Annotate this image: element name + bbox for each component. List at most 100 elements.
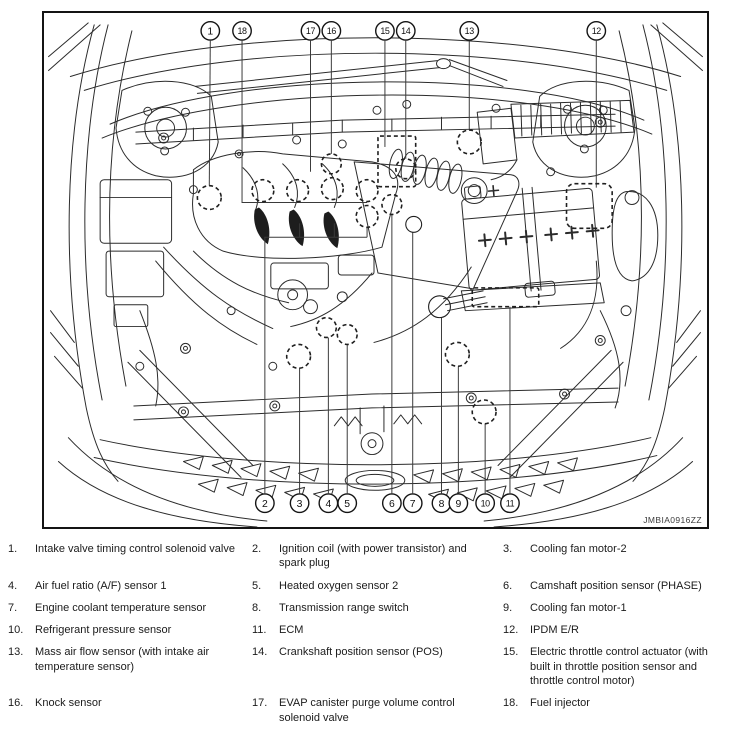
legend-item-16: 16.Knock sensor xyxy=(8,696,252,725)
callout-bubble xyxy=(375,20,395,41)
component-marker-18 xyxy=(285,178,310,203)
legend-item-label: Refrigerant pressure sensor xyxy=(35,624,172,637)
callout-bubble xyxy=(200,20,221,41)
legend-item-number: 11. xyxy=(252,624,267,637)
callout-number: 10 xyxy=(481,498,491,508)
callout-4: 4 xyxy=(315,316,339,514)
callout-number: 4 xyxy=(325,499,331,510)
callout-bubble xyxy=(254,493,275,514)
component-marker-8 xyxy=(428,295,451,319)
callout-17: 17 xyxy=(300,20,321,172)
component-marker-6 xyxy=(381,193,403,216)
legend-item-label: Air fuel ratio (A/F) sensor 1 xyxy=(35,579,167,592)
legend-item-number: 10. xyxy=(8,624,24,637)
callout-number: 8 xyxy=(439,499,445,510)
legend-item-number: 13. xyxy=(8,646,24,659)
callout-number: 11 xyxy=(506,498,515,508)
callout-bubble xyxy=(300,20,321,41)
legend-item-15: 15.Electric throttle control actuator (w… xyxy=(503,645,738,688)
component-marker-4 xyxy=(315,316,338,339)
legend-item-6: 6.Camshaft position sensor (PHASE) xyxy=(503,579,738,593)
legend-item-10: 10. Refrigerant pressure sensor xyxy=(8,623,252,637)
callout-number: 9 xyxy=(455,499,461,510)
legend-item-17: 17. EVAP canister purge volume control so… xyxy=(252,696,503,725)
callout-bubble xyxy=(586,20,607,41)
component-marker-3 xyxy=(285,343,312,370)
callout-15: 15 xyxy=(375,20,417,188)
legend-item-label: Mass air flow sensor (with intake air te… xyxy=(35,646,210,673)
callout-number: 3 xyxy=(297,499,303,510)
legend-item-7: 7.Engine coolant temperature sensor xyxy=(8,601,252,615)
callout-bubble xyxy=(289,493,310,514)
callout-1: 1 xyxy=(196,20,222,211)
callout-6: 6 xyxy=(381,193,403,514)
component-marker-18 xyxy=(320,176,345,201)
component-marker-5 xyxy=(336,323,358,346)
callout-number: 18 xyxy=(237,26,247,36)
legend-item-label: Electric throttle control actuator (with… xyxy=(530,646,708,688)
figure-code: JMBIA0916ZZ xyxy=(643,515,702,525)
legend-item-9: 9.Cooling fan motor-1 xyxy=(503,601,738,615)
component-marker-13 xyxy=(456,129,482,155)
callout-7: 7 xyxy=(402,215,423,514)
callout-number: 5 xyxy=(344,499,350,510)
component-marker-18 xyxy=(355,178,379,203)
legend-item-number: 8. xyxy=(252,601,262,614)
component-marker-7 xyxy=(405,215,423,233)
callout-14: 14 xyxy=(395,20,417,180)
legend-item-number: 17. xyxy=(252,697,268,710)
callout-number: 13 xyxy=(465,26,475,36)
callout-number: 7 xyxy=(410,499,416,510)
callout-bubble xyxy=(500,493,520,514)
leader-line xyxy=(208,40,211,186)
component-marker-11 xyxy=(471,287,540,308)
legend-item-label: ECM xyxy=(279,624,304,637)
callout-bubble xyxy=(395,20,416,41)
legend-item-label: IPDM E/R xyxy=(530,624,579,637)
component-marker-16 xyxy=(320,153,343,175)
callout-bubble xyxy=(475,493,496,514)
legend-item-label: Cooling fan motor-2 xyxy=(530,543,627,555)
legend-item-label: Intake valve timing control solenoid val… xyxy=(35,543,235,555)
legend-item-label: Heated oxygen sensor 2 xyxy=(279,579,399,592)
legend-item-number: 5. xyxy=(252,579,262,592)
callout-3: 3 xyxy=(285,343,312,514)
legend-item-18: 18.Fuel injector xyxy=(503,696,738,725)
legend-item-number: 7. xyxy=(8,601,18,614)
callout-number: 6 xyxy=(389,499,395,510)
legend-item-12: 12. IPDM E/R xyxy=(503,623,738,637)
legend-item-4: 4.Air fuel ratio (A/F) sensor 1 xyxy=(8,579,252,593)
component-marker-9 xyxy=(444,341,471,368)
leader-line xyxy=(241,40,368,204)
legend-item-label: EVAP canister purge volume control solen… xyxy=(279,697,455,724)
component-marker-18 xyxy=(251,178,275,203)
legend-item-number: 18. xyxy=(503,697,519,710)
legend-item-13: 13. Mass air flow sensor (with intake air… xyxy=(8,645,252,688)
legend: 1.Intake valve timing control solenoid v… xyxy=(8,542,738,725)
legend-item-label: Knock sensor xyxy=(35,697,102,710)
callout-16: 16 xyxy=(320,20,343,175)
callout-10: 10 xyxy=(471,399,497,514)
legend-item-label: Crankshaft position sensor (POS) xyxy=(279,646,443,659)
callout-number: 12 xyxy=(592,26,602,36)
legend-item-11: 11. ECM xyxy=(252,623,503,637)
legend-item-14: 14. Crankshaft position sensor (POS) xyxy=(252,645,503,688)
callout-number: 16 xyxy=(327,26,337,36)
legend-item-5: 5. Heated oxygen sensor 2 xyxy=(252,579,503,593)
callout-8: 8 xyxy=(428,295,452,514)
legend-item-number: 6. xyxy=(503,579,513,592)
legend-item-number: 14. xyxy=(252,646,268,659)
callout-5: 5 xyxy=(336,323,358,514)
legend-item-number: 12. xyxy=(503,624,519,637)
legend-item-1: 1.Intake valve timing control solenoid v… xyxy=(8,542,252,571)
legend-item-3: 3.Cooling fan motor-2 xyxy=(503,542,738,571)
legend-item-number: 9. xyxy=(503,601,513,614)
legend-item-8: 8.Transmission range switch xyxy=(252,601,503,615)
component-marker-15 xyxy=(377,135,417,188)
callout-bubble xyxy=(321,20,342,41)
leader-line xyxy=(264,236,368,494)
component-marker-14 xyxy=(395,158,417,180)
